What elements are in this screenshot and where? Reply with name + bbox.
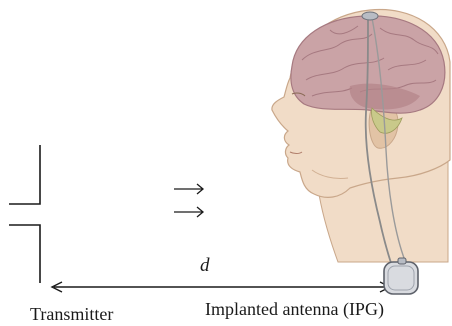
burr-hole-cap-icon	[362, 12, 378, 20]
propagation-arrows-icon	[174, 184, 203, 217]
transmitter-antenna	[9, 145, 40, 283]
implant-label: Implanted antenna (IPG)	[205, 300, 384, 318]
distance-label: d	[200, 256, 210, 275]
transmitter-lower-plate	[9, 225, 40, 283]
ipg-device-icon	[384, 258, 418, 294]
transmitter-upper-plate	[9, 145, 40, 204]
distance-arrow	[52, 282, 390, 292]
head-icon	[272, 10, 450, 262]
transmitter-label: Transmitter	[30, 305, 113, 323]
